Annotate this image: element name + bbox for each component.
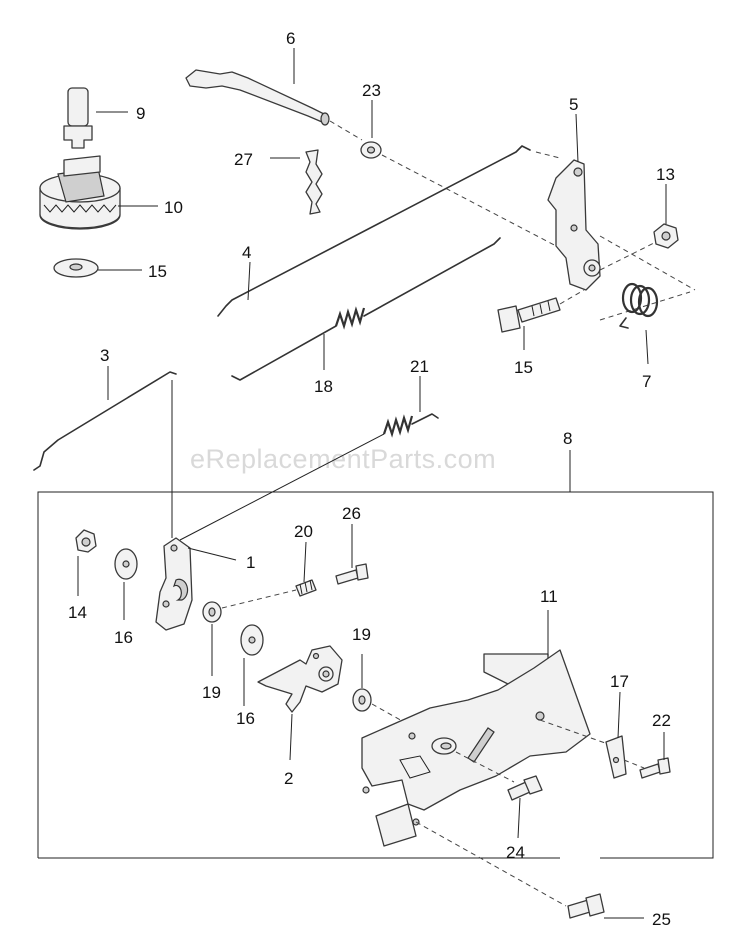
part-6-governor-lever — [185, 69, 363, 141]
part-4-rod — [217, 145, 531, 317]
callout-9: 9 — [136, 104, 145, 123]
part-21-spring — [382, 413, 439, 438]
callout-26: 26 — [342, 504, 361, 523]
part-24-bolt — [507, 775, 543, 801]
callout-17: 17 — [610, 672, 629, 691]
part-19-washer-right — [352, 688, 372, 712]
callout-20: 20 — [294, 522, 313, 541]
callout-2: 2 — [284, 769, 293, 788]
callout-24: 24 — [506, 843, 525, 862]
part-20-screw — [295, 579, 317, 597]
callout-19-left: 19 — [202, 683, 221, 702]
part-9-shaft — [63, 87, 93, 149]
part-13-nut — [653, 223, 679, 249]
part-3-rod — [33, 371, 177, 471]
callout-25: 25 — [652, 910, 671, 929]
leader-lines — [77, 48, 667, 919]
callout-19-right: 19 — [352, 625, 371, 644]
part-11-control-plate — [361, 649, 591, 847]
callout-16-left: 16 — [114, 628, 133, 647]
part-16-washer-left — [114, 548, 138, 580]
callout-7: 7 — [642, 372, 651, 391]
part-26-bolt — [335, 563, 369, 585]
callout-4: 4 — [242, 243, 251, 262]
part-7-spring — [619, 282, 659, 329]
callout-18: 18 — [314, 377, 333, 396]
part-22-screw — [639, 757, 671, 779]
part-2-bracket — [257, 645, 343, 713]
callout-15-left: 15 — [148, 262, 167, 281]
part-15-washer-left — [53, 258, 99, 278]
callout-8: 8 — [563, 429, 572, 448]
callout-13: 13 — [656, 165, 675, 184]
callout-10: 10 — [164, 198, 183, 217]
callout-5: 5 — [569, 95, 578, 114]
watermark: eReplacementParts.com — [190, 444, 496, 474]
part-1-lever — [155, 537, 193, 631]
part-25-bolt — [415, 821, 605, 919]
part-27-clip — [305, 149, 323, 215]
callout-27: 27 — [234, 150, 253, 169]
callout-21: 21 — [410, 357, 429, 376]
part-10-governor-gear — [39, 155, 121, 230]
part-15-bolt — [497, 297, 561, 333]
part-18-link-rod — [231, 237, 501, 381]
assembly-box — [37, 491, 714, 859]
callout-3: 3 — [100, 346, 109, 365]
part-5-governor-arm — [547, 159, 601, 291]
callout-11: 11 — [540, 587, 558, 606]
callout-labels: 6 23 5 13 9 10 15 27 4 15 7 18 21 3 8 1 … — [68, 29, 675, 929]
callout-23: 23 — [362, 81, 381, 100]
callout-1: 1 — [246, 553, 255, 572]
callout-15-right: 15 — [514, 358, 533, 377]
callout-6: 6 — [286, 29, 295, 48]
part-17-clip — [605, 735, 627, 779]
callout-16-right: 16 — [236, 709, 255, 728]
part-14-nut — [75, 529, 97, 553]
part-19-washer-left — [202, 601, 222, 623]
callout-14: 14 — [68, 603, 87, 622]
part-23-washer — [360, 141, 382, 159]
part-16-washer-right — [240, 624, 264, 656]
callout-22: 22 — [652, 711, 671, 730]
